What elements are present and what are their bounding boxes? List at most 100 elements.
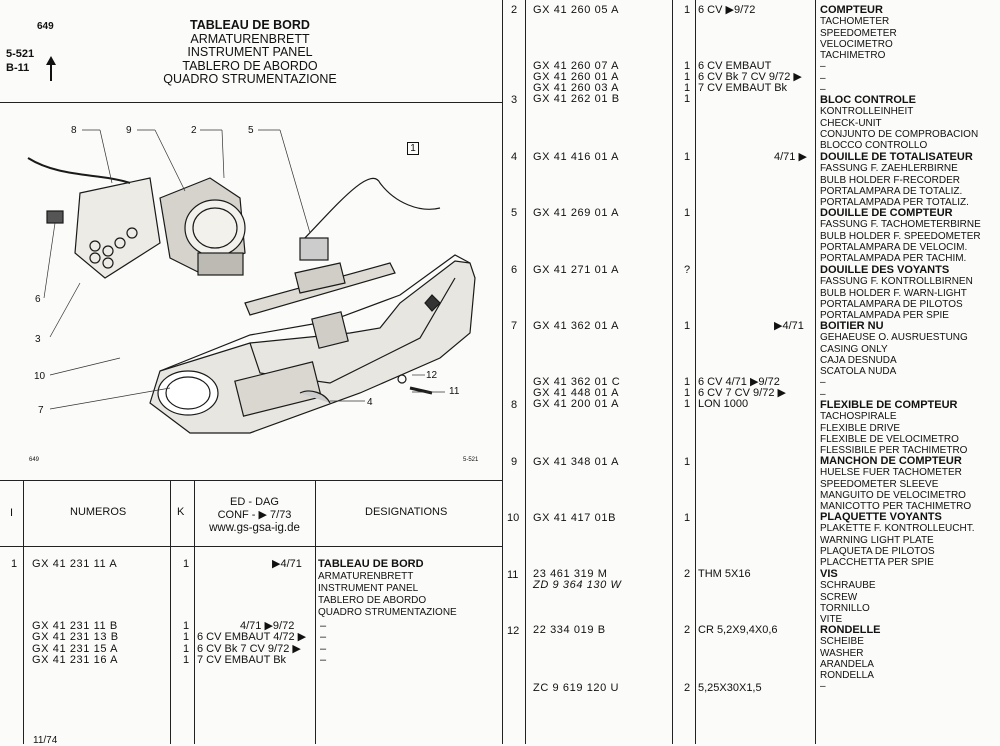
item3-line-3: BLOCCO CONTROLLO bbox=[820, 140, 928, 152]
item3-line-1: CHECK-UNIT bbox=[820, 117, 882, 129]
figure-bottom-rule bbox=[0, 480, 502, 481]
item6-line-1: BULB HOLDER F. WARN-LIGHT bbox=[820, 287, 967, 299]
item7-line-4: – bbox=[820, 377, 826, 389]
item10-title: PLAQUETTE VOYANTS bbox=[820, 511, 942, 523]
item2-title: COMPTEUR bbox=[820, 4, 883, 16]
item12-line-3: RONDELLA bbox=[820, 670, 874, 682]
row1-part-4: GX 41 231 16 A bbox=[32, 654, 119, 666]
item5-qty-0: 1 bbox=[684, 207, 691, 219]
item4-line-3: PORTALAMPADA PER TOTALIZ. bbox=[820, 197, 969, 209]
row1-designation-es: TABLERO DE ABORDO bbox=[318, 595, 427, 606]
item12-part-0: 22 334 019 B bbox=[533, 624, 606, 636]
item2-conf-0: 6 CV ▶9/72 bbox=[698, 4, 756, 16]
item12-title: RONDELLE bbox=[820, 624, 881, 636]
item11-index: 11 bbox=[507, 569, 519, 581]
item10-line-2: PLAQUETA DE PILOTOS bbox=[820, 545, 935, 557]
item5-line-0: FASSUNG F. TACHOMETERBIRNE bbox=[820, 219, 981, 231]
item9-line-2: MANGUITO DE VELOCIMETRO bbox=[820, 489, 966, 501]
item6-line-2: PORTALAMPARA DE PILOTOS bbox=[820, 298, 963, 310]
callout-7: 7 bbox=[38, 405, 44, 416]
item3-index: 3 bbox=[511, 94, 518, 106]
item3-line-2: CONJUNTO DE COMPROBACION bbox=[820, 128, 979, 140]
item3-qty-0: 1 bbox=[684, 93, 691, 105]
item2-line-4: – bbox=[820, 61, 826, 73]
item9-title: MANCHON DE COMPTEUR bbox=[820, 455, 962, 467]
item11-line-2: TORNILLO bbox=[820, 602, 870, 614]
item2-part-2: GX 41 260 01 A bbox=[533, 71, 620, 83]
page-title-block: TABLEAU DE BORD ARMATURENBRETT INSTRUMEN… bbox=[160, 18, 340, 87]
item6-line-3: PORTALAMPADA PER SPIE bbox=[820, 310, 949, 322]
item2-line-3: TACHIMETRO bbox=[820, 50, 886, 62]
row1-conf-3: 6 CV Bk 7 CV 9/72 ▶ bbox=[197, 643, 301, 655]
item8-line-0: TACHOSPIRALE bbox=[820, 411, 897, 423]
right-index-divider bbox=[525, 0, 526, 744]
figure-footer-right: 5-521 bbox=[463, 457, 479, 463]
item10-line-3: PLACCHETTA PER SPIE bbox=[820, 557, 934, 569]
item4-conf-0: 4/71 ▶ bbox=[774, 151, 807, 163]
row1-part-1: GX 41 231 11 B bbox=[32, 620, 118, 632]
item8-part-0: GX 41 200 01 A bbox=[533, 398, 620, 410]
row1-dash-2: – bbox=[320, 643, 327, 655]
left-conf-divider bbox=[315, 480, 316, 744]
item4-part-0: GX 41 416 01 A bbox=[533, 151, 620, 163]
item11-conf-0: THM 5X16 bbox=[698, 568, 751, 580]
row1-dash-0: – bbox=[320, 620, 327, 632]
item3-part-0: GX 41 262 01 B bbox=[533, 93, 620, 105]
item2-line-2: VELOCIMETRO bbox=[820, 38, 893, 50]
item12-line-2: ARANDELA bbox=[820, 658, 874, 670]
item6-line-0: FASSUNG F. KONTROLLBIRNEN bbox=[820, 276, 973, 288]
up-arrow-icon bbox=[46, 56, 56, 81]
col-header-k: K bbox=[177, 506, 185, 518]
title-en: INSTRUMENT PANEL bbox=[187, 45, 313, 59]
item9-line-3: MANICOTTO PER TACHIMETRO bbox=[820, 501, 972, 513]
callout-4: 4 bbox=[367, 397, 373, 408]
row1-conf-0: ▶4/71 bbox=[272, 558, 302, 570]
item7-index: 7 bbox=[511, 320, 518, 332]
item12-line-4: – bbox=[820, 681, 826, 693]
callout-5: 5 bbox=[248, 125, 254, 136]
ref-line-1: 5-521 bbox=[6, 48, 35, 60]
item5-title: DOUILLE DE COMPTEUR bbox=[820, 207, 953, 219]
page-number: 649 bbox=[37, 21, 54, 32]
item6-part-0: GX 41 271 01 A bbox=[533, 264, 620, 276]
table-header-rule bbox=[0, 546, 502, 547]
col-header-designations: DESIGNATIONS bbox=[365, 506, 448, 518]
item9-part-0: GX 41 348 01 A bbox=[533, 456, 620, 468]
row1-qty-1: 1 bbox=[183, 620, 190, 632]
item6-qty-0: ? bbox=[684, 264, 691, 276]
item4-line-0: FASSUNG F. ZAEHLERBIRNE bbox=[820, 163, 958, 175]
item11-part-0: 23 461 319 M bbox=[533, 568, 608, 580]
item11-line-3: VITE bbox=[820, 614, 843, 626]
callout-6: 6 bbox=[35, 294, 41, 305]
row1-designation-en: INSTRUMENT PANEL bbox=[318, 583, 419, 594]
item5-index: 5 bbox=[511, 207, 518, 219]
item12-line-0: SCHEIBE bbox=[820, 636, 864, 648]
item3-designation: BLOC CONTROLE KONTROLLEINHEIT CHECK-UNIT… bbox=[820, 94, 979, 152]
col-header-i: I bbox=[10, 507, 14, 519]
item2-line-0: TACHOMETER bbox=[820, 16, 890, 28]
item8-line-1: FLEXIBLE DRIVE bbox=[820, 422, 901, 434]
instrument-panel-diagram bbox=[27, 129, 476, 434]
ref-line-2: B-11 bbox=[6, 62, 30, 74]
item5-part-0: GX 41 269 01 A bbox=[533, 207, 620, 219]
boxed-figure-label: 1 bbox=[407, 142, 419, 155]
row1-dash-3: – bbox=[320, 654, 327, 666]
col-header-ed-block: ED - DAG CONF - ▶ 7/73 www.gs-gsa-ig.de bbox=[194, 496, 315, 535]
item8-qty-0: 1 bbox=[684, 398, 691, 410]
item10-line-1: WARNING LIGHT PLATE bbox=[820, 534, 934, 546]
page-footer-date: 11/74 bbox=[33, 735, 58, 746]
callout-11: 11 bbox=[449, 386, 460, 397]
row1-dash-1: – bbox=[320, 631, 327, 643]
item2-qty-1: 1 bbox=[684, 60, 691, 72]
item7-line-2: CAJA DESNUDA bbox=[820, 354, 897, 366]
left-qty-divider bbox=[194, 480, 195, 744]
item2-part-0: GX 41 260 05 A bbox=[533, 4, 620, 16]
item4-line-1: BULB HOLDER F-RECORDER bbox=[820, 174, 961, 186]
item5-line-3: PORTALAMPADA PER TACHIM. bbox=[820, 253, 967, 265]
col-header-numeros: NUMEROS bbox=[70, 506, 127, 518]
row1-index: 1 bbox=[11, 558, 18, 570]
row1-conf-2: 6 CV EMBAUT 4/72 ▶ bbox=[197, 631, 307, 643]
item8-designation: FLEXIBLE DE COMPTEUR TACHOSPIRALE FLEXIB… bbox=[820, 399, 967, 456]
item12-designation: RONDELLE SCHEIBE WASHER ARANDELA RONDELL… bbox=[820, 624, 881, 693]
center-divider bbox=[502, 0, 503, 744]
